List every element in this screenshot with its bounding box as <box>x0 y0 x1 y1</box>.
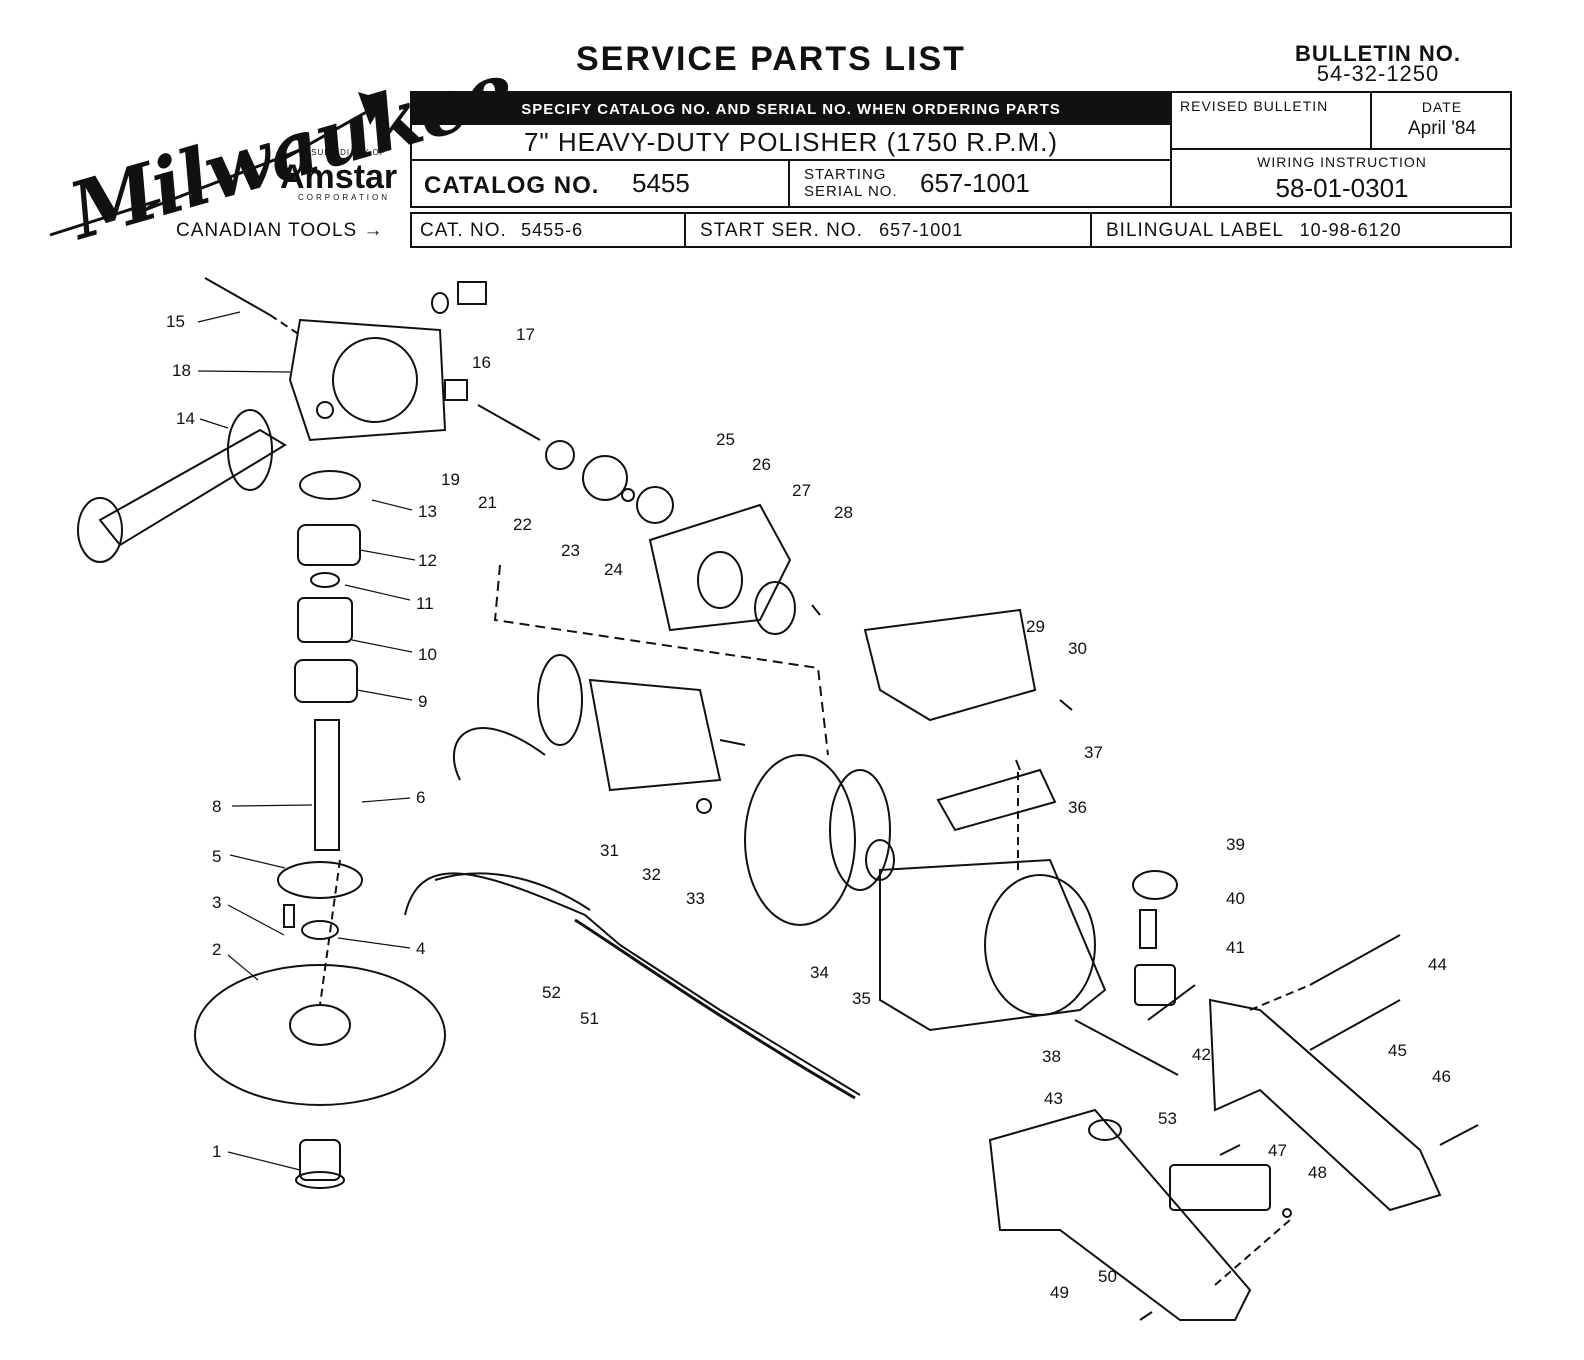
callout-51: 51 <box>580 1009 599 1028</box>
callout-40: 40 <box>1226 889 1245 908</box>
canadian-start-number: 657-1001 <box>879 220 964 240</box>
callout-14: 14 <box>176 409 195 428</box>
callout-36: 36 <box>1068 798 1087 817</box>
hline-a <box>410 159 1172 161</box>
exploded-parts-diagram: 15 18 14 17 16 19 21 22 23 24 25 26 27 2… <box>77 277 1479 1321</box>
callout-23: 23 <box>561 541 580 560</box>
subsidiary-name: Amstar <box>280 158 398 196</box>
vline-d <box>684 212 686 248</box>
callout-21: 21 <box>478 493 497 512</box>
callout-38: 38 <box>1042 1047 1061 1066</box>
vline-e <box>1090 212 1092 248</box>
canadian-label: CANADIAN TOOLS → <box>176 220 383 242</box>
callout-34: 34 <box>810 963 829 982</box>
diagram-line-art <box>77 277 1479 1321</box>
canadian-bilingual: BILINGUAL LABEL 10-98-6120 <box>1106 220 1402 242</box>
callout-3: 3 <box>212 893 221 912</box>
callout-29: 29 <box>1026 617 1045 636</box>
callout-22: 22 <box>513 515 532 534</box>
callout-19: 19 <box>441 470 460 489</box>
callout-5: 5 <box>212 847 221 866</box>
callout-50: 50 <box>1098 1267 1117 1286</box>
leader-lines <box>197 311 416 1171</box>
starting-label-2: SERIAL NO. <box>804 183 898 200</box>
product-name: 7" HEAVY-DUTY POLISHER (1750 R.P.M.) <box>523 127 1059 157</box>
starting-serial: 657-1001 <box>920 168 1030 198</box>
canadian-cat-number: 5455-6 <box>521 220 584 240</box>
wiring-number: 58-01-0301 <box>1275 173 1409 203</box>
callout-39: 39 <box>1226 835 1245 854</box>
wiring-label: WIRING INSTRUCTION <box>1257 154 1427 170</box>
vline-b <box>1370 91 1372 148</box>
subsidiary-prefix: A SUBSIDIARY OF <box>302 148 386 157</box>
callout-1: 1 <box>212 1142 221 1161</box>
callout-24: 24 <box>604 560 623 579</box>
order-note-bar: SPECIFY CATALOG NO. AND SERIAL NO. WHEN … <box>412 93 1170 125</box>
canadian-cat-label: CAT. NO. <box>420 220 507 241</box>
callout-41: 41 <box>1226 938 1245 957</box>
bulletin-label: BULLETIN NO. <box>1295 41 1461 66</box>
callout-49: 49 <box>1050 1283 1069 1302</box>
callout-35: 35 <box>852 989 871 1008</box>
catalog-number: 5455 <box>632 168 690 198</box>
bilingual-number: 10-98-6120 <box>1299 220 1402 240</box>
callout-27: 27 <box>792 481 811 500</box>
canadian-start: START SER. NO. 657-1001 <box>700 220 963 242</box>
callout-45: 45 <box>1388 1041 1407 1060</box>
callout-9: 9 <box>418 692 427 711</box>
callout-numbers: 15 18 14 17 16 19 21 22 23 24 25 26 27 2… <box>166 312 1451 1302</box>
bulletin-number: 54-32-1250 <box>1316 61 1440 86</box>
callout-53: 53 <box>1158 1109 1177 1128</box>
callout-47: 47 <box>1268 1141 1287 1160</box>
callout-28: 28 <box>834 503 853 522</box>
callout-16: 16 <box>472 353 491 372</box>
revised-bulletin-label: REVISED BULLETIN <box>1180 98 1329 114</box>
callout-37: 37 <box>1084 743 1103 762</box>
callout-11: 11 <box>416 594 434 613</box>
callout-2: 2 <box>212 940 221 959</box>
bulletin-block: BULLETIN NO. 54-32-1250 <box>1268 41 1488 86</box>
callout-30: 30 <box>1068 639 1087 658</box>
vline-c <box>788 159 790 208</box>
callout-31: 31 <box>600 841 619 860</box>
callout-48: 48 <box>1308 1163 1327 1182</box>
callout-15: 15 <box>166 312 185 331</box>
lightning-bolt-icon <box>49 92 385 237</box>
callout-4: 4 <box>416 939 425 958</box>
page-title: SERVICE PARTS LIST <box>576 40 966 78</box>
subsidiary-suffix: CORPORATION <box>298 193 390 202</box>
callout-18: 18 <box>172 361 191 380</box>
canadian-table <box>410 212 1512 248</box>
callout-10: 10 <box>418 645 437 664</box>
callout-12: 12 <box>418 551 437 570</box>
canadian-cat: CAT. NO. 5455-6 <box>420 220 583 242</box>
starting-label-1: STARTING <box>804 166 887 183</box>
callout-32: 32 <box>642 865 661 884</box>
callout-42: 42 <box>1192 1045 1211 1064</box>
date-label: DATE <box>1421 99 1463 115</box>
bilingual-label: BILINGUAL LABEL <box>1106 220 1284 241</box>
callout-46: 46 <box>1432 1067 1451 1086</box>
callout-6: 6 <box>416 788 425 807</box>
callout-33: 33 <box>686 889 705 908</box>
callout-17: 17 <box>516 325 535 344</box>
callout-44: 44 <box>1428 955 1447 974</box>
callout-13: 13 <box>418 502 437 521</box>
arrow-right-icon: → <box>363 220 384 241</box>
callout-8: 8 <box>212 797 221 816</box>
catalog-label: CATALOG NO. <box>424 172 600 199</box>
callout-26: 26 <box>752 455 771 474</box>
date-value: April '84 <box>1407 118 1477 139</box>
milwaukee-logo: Milwaukee A SUBSIDIARY OF Amstar CORPORA… <box>40 40 523 257</box>
canadian-start-label: START SER. NO. <box>700 220 863 241</box>
hline-b <box>1170 148 1512 150</box>
canadian-label-text: CANADIAN TOOLS <box>176 220 358 241</box>
callout-25: 25 <box>716 430 735 449</box>
callout-43: 43 <box>1044 1089 1063 1108</box>
callout-52: 52 <box>542 983 561 1002</box>
